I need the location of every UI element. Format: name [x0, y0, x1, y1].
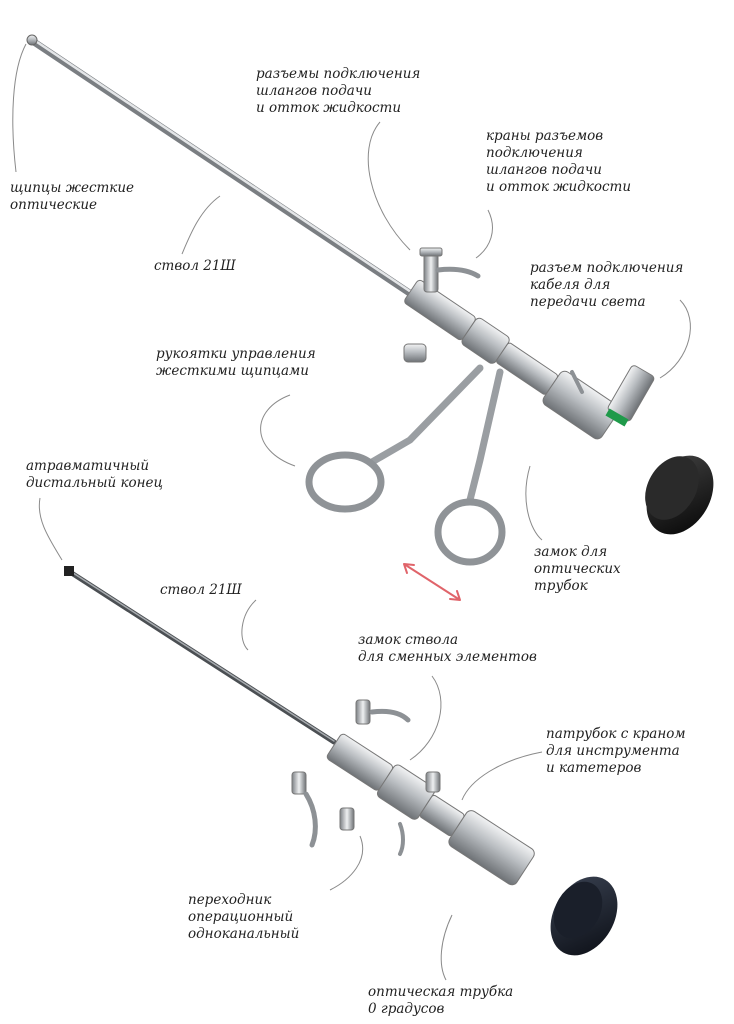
leader-lines — [12, 43, 691, 981]
label-line: оптическая трубка — [368, 984, 514, 1000]
label-line: кабеля для — [530, 277, 611, 293]
label-forceps-handles: рукоятки управления жесткими щипцами — [156, 346, 316, 380]
label-light-cable: разъем подключения кабеля для передачи с… — [530, 260, 683, 311]
label-line: и катетеров — [546, 760, 642, 776]
label-line: подключения — [486, 145, 583, 161]
label-line: разъем подключения — [530, 260, 684, 276]
cystoscope-instrument — [64, 566, 618, 956]
label-forceps: щипцы жесткие оптические — [10, 180, 134, 214]
label-adapter: переходник операционный одноканальный — [188, 892, 299, 943]
label-line: краны разъемов — [486, 128, 604, 144]
label-line: передачи света — [530, 294, 646, 310]
label-optic-lock: замок для оптических трубок — [534, 544, 621, 595]
label-fluid-connectors: разъемы подключения шлангов подачи и отт… — [256, 66, 420, 117]
label-line: шлангов подачи — [486, 162, 602, 178]
label-atraumatic-tip: атравматичный дистальный конец — [26, 458, 163, 492]
label-line: ствол 21Ш — [154, 258, 236, 274]
label-line: шлангов подачи — [256, 83, 372, 99]
label-line: операционный — [188, 909, 294, 925]
label-line: атравматичный — [26, 458, 150, 474]
label-line: 0 градусов — [368, 1001, 445, 1017]
label-line: дистальный конец — [26, 475, 163, 491]
label-optic-tube: оптическая трубка 0 градусов — [368, 984, 513, 1018]
label-line: ствол 21Ш — [160, 582, 242, 598]
label-line: и отток жидкости — [486, 179, 632, 195]
label-line: рукоятки управления — [156, 346, 316, 362]
label-tap-nozzle: патрубок с краном для инструмента и кате… — [546, 726, 686, 777]
label-line: замок ствола — [358, 632, 459, 648]
label-shaft-lock: замок ствола для сменных элементов — [358, 632, 537, 666]
label-line: для инструмента — [546, 743, 680, 759]
motion-arrow-icon — [403, 563, 461, 601]
label-line: жесткими щипцами — [156, 363, 309, 379]
label-line: одноканальный — [188, 926, 300, 942]
label-line: щипцы жесткие — [10, 180, 135, 196]
label-line: переходник — [188, 892, 272, 908]
label-line: трубок — [534, 578, 588, 594]
label-connector-taps: краны разъемов подключения шлангов подач… — [486, 128, 631, 196]
label-line: замок для — [534, 544, 608, 560]
label-line: для сменных элементов — [358, 649, 537, 665]
label-line: патрубок с краном — [546, 726, 686, 742]
label-shaft-bottom: ствол 21Ш — [160, 582, 242, 599]
label-line: разъемы подключения — [256, 66, 421, 82]
label-line: и отток жидкости — [256, 100, 402, 116]
label-line: оптических — [534, 561, 621, 577]
forceps-instrument — [26, 34, 714, 566]
label-shaft-top: ствол 21Ш — [154, 258, 236, 275]
label-line: оптические — [10, 197, 98, 213]
